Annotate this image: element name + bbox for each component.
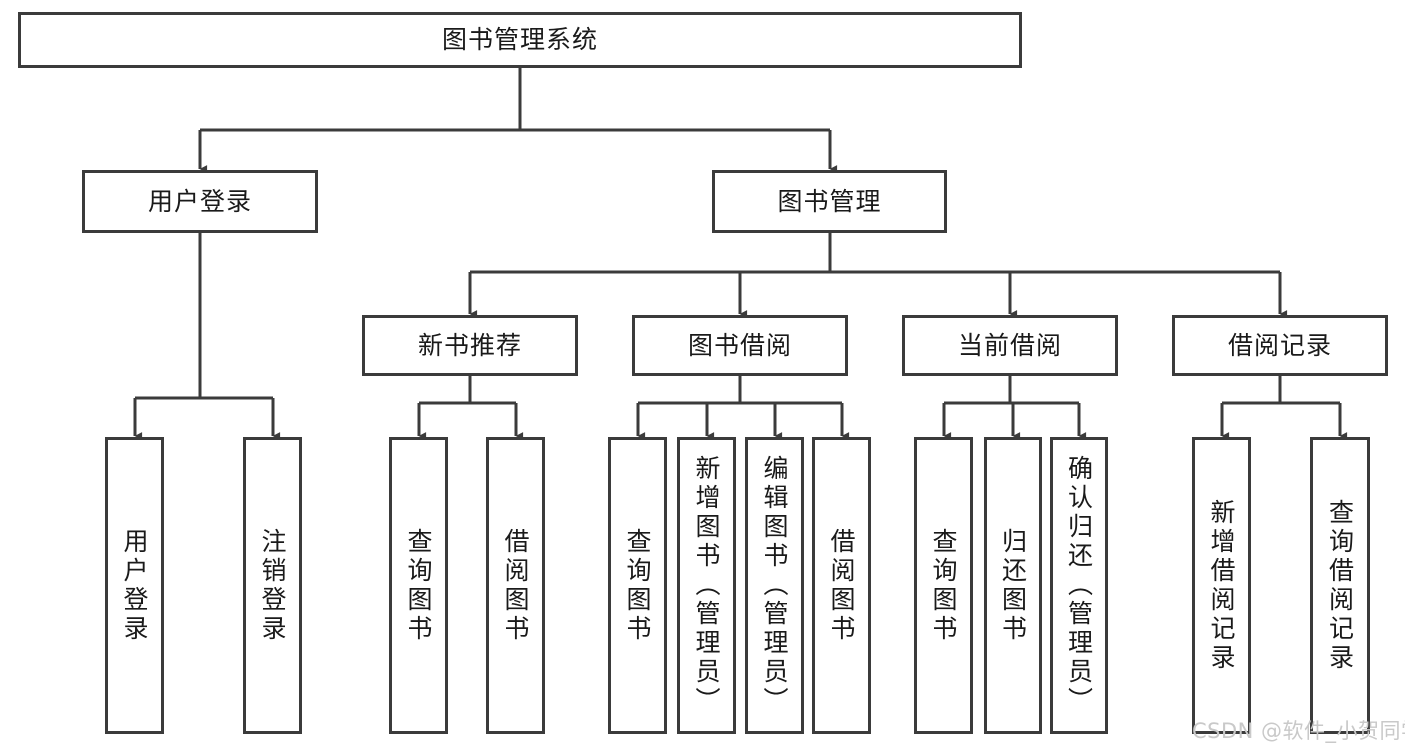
node-leaf-return-book[interactable]: 归还图书 — [984, 437, 1042, 734]
node-label: 图书管理系统 — [441, 25, 598, 54]
node-label: 用户登录 — [120, 527, 149, 644]
node-label: 借阅记录 — [1227, 330, 1332, 360]
node-label: 查询借阅记录 — [1325, 498, 1355, 673]
node-label: 编辑图书（管理员） — [760, 455, 789, 716]
node-label: 确认归还（管理员） — [1064, 455, 1094, 716]
node-label: 新增借阅记录 — [1207, 498, 1236, 673]
node-label: 查询图书 — [929, 527, 958, 644]
node-label: 当前借阅 — [957, 330, 1062, 360]
node-leaf-user-login[interactable]: 用户登录 — [105, 437, 164, 734]
node-leaf-borrow-book-2[interactable]: 借阅图书 — [812, 437, 871, 734]
node-l3-new-book-rec[interactable]: 新书推荐 — [362, 315, 578, 376]
node-leaf-query-book-3[interactable]: 查询图书 — [914, 437, 973, 734]
node-leaf-confirm-return[interactable]: 确认归还（管理员） — [1050, 437, 1108, 734]
node-label: 新书推荐 — [417, 330, 522, 360]
node-label: 归还图书 — [998, 527, 1028, 644]
node-leaf-query-book-1[interactable]: 查询图书 — [389, 437, 448, 734]
node-leaf-add-book[interactable]: 新增图书（管理员） — [677, 437, 736, 734]
node-label: 图书借阅 — [687, 330, 792, 360]
node-leaf-query-book-2[interactable]: 查询图书 — [608, 437, 667, 734]
node-l3-current-borrow[interactable]: 当前借阅 — [902, 315, 1118, 376]
node-label: 查询图书 — [623, 527, 652, 644]
node-label: 注销登录 — [258, 527, 287, 644]
node-leaf-borrow-book-1[interactable]: 借阅图书 — [486, 437, 545, 734]
node-leaf-add-record[interactable]: 新增借阅记录 — [1192, 437, 1251, 734]
node-label: 查询图书 — [404, 527, 433, 644]
node-leaf-logout[interactable]: 注销登录 — [243, 437, 302, 734]
node-l3-borrow-record[interactable]: 借阅记录 — [1172, 315, 1388, 376]
node-label: 新增图书（管理员） — [692, 455, 721, 716]
node-leaf-query-record[interactable]: 查询借阅记录 — [1310, 437, 1370, 734]
edge-paths — [133, 68, 1348, 440]
node-label: 用户登录 — [147, 186, 252, 216]
node-root[interactable]: 图书管理系统 — [18, 12, 1022, 68]
node-l3-book-borrow[interactable]: 图书借阅 — [632, 315, 848, 376]
node-leaf-edit-book[interactable]: 编辑图书（管理员） — [745, 437, 804, 734]
node-label: 图书管理 — [777, 186, 882, 216]
node-label: 借阅图书 — [827, 527, 856, 644]
node-l2-book-manage[interactable]: 图书管理 — [712, 170, 947, 233]
node-label: 借阅图书 — [501, 527, 530, 644]
node-l2-user-login[interactable]: 用户登录 — [82, 170, 318, 233]
